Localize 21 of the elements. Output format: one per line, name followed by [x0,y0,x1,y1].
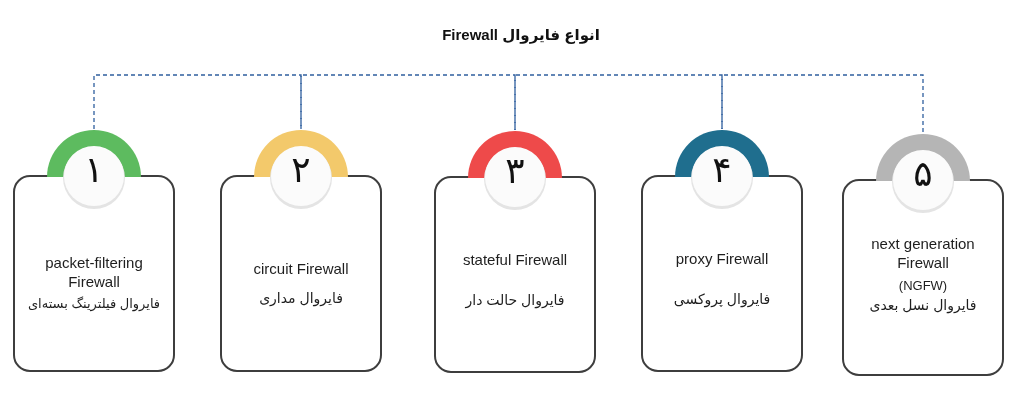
card-text: circuit Firewall [253,259,349,278]
dashed-connector [721,74,924,134]
card-text: فایروال نسل بعدی [869,296,977,314]
step-number: ۵ [913,154,933,194]
card-text: (NGFW) [898,278,948,294]
card-text: stateful Firewall [462,250,568,269]
card-text: فایروال فیلترینگ بسته‌ای [27,296,161,312]
step-number: ۱ [84,150,104,190]
card-text: فایروال پروکسی [673,290,771,308]
dashed-connector [300,74,516,131]
card-text: next generation Firewall [870,234,976,272]
step-number: ۴ [712,150,732,190]
card-text: فایروال حالت دار [465,291,565,309]
diagram-title: انواع فایروال Firewall [442,25,600,45]
card-text: packet-filtering Firewall [44,253,144,291]
dashed-connector [93,74,302,130]
step-number: ۲ [291,150,311,190]
step-number: ۳ [505,151,525,191]
card-text: proxy Firewall [675,249,769,268]
card-text: فایروال مداری [259,289,343,307]
dashed-connector [514,74,723,131]
